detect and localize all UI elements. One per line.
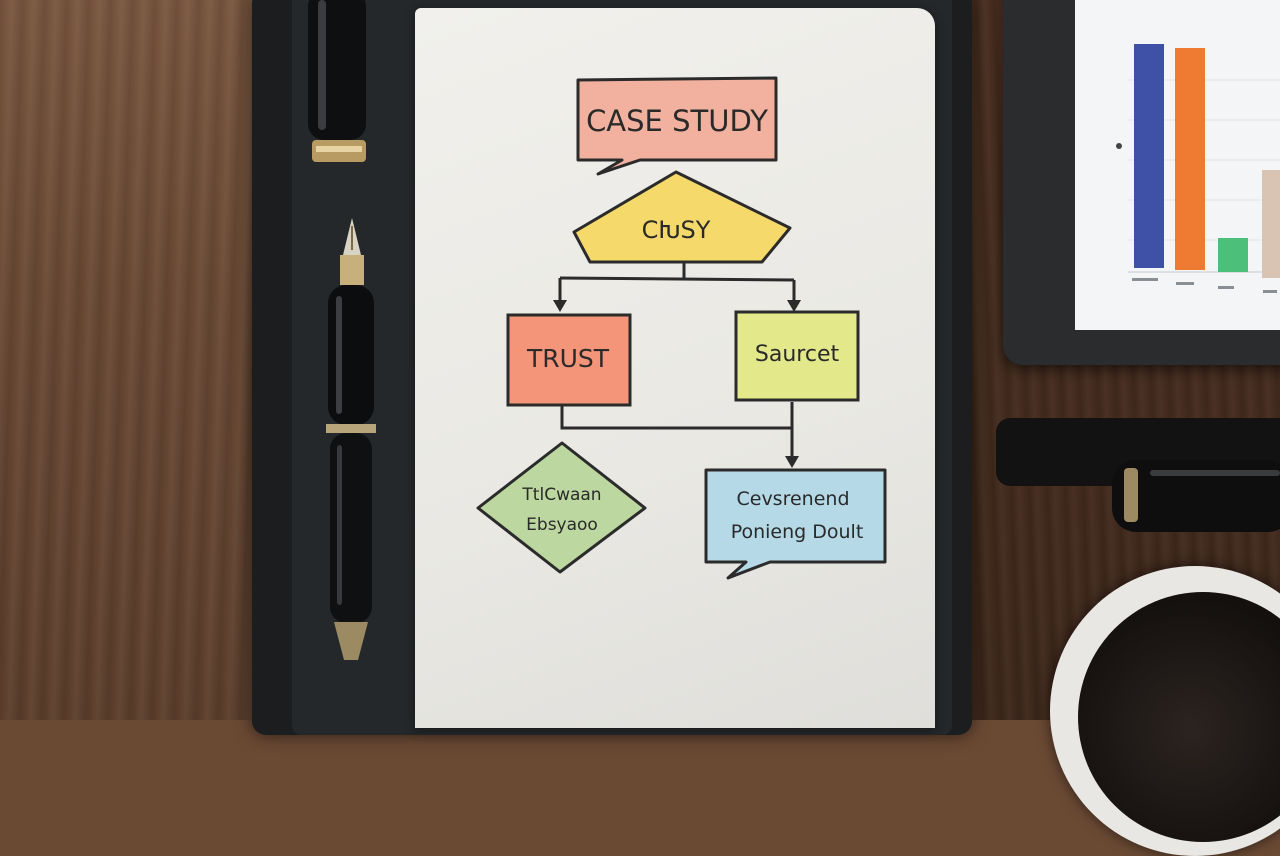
note-box: Cevsrenend Ponieng Doult bbox=[704, 468, 887, 580]
diamond-shape: TtlCwaan Ebsyaoo bbox=[476, 441, 647, 574]
flowchart: CASE STUDY CԽSY TRUST Saurcet TtlCwaan E… bbox=[476, 76, 887, 580]
arrow-heads bbox=[553, 300, 801, 468]
bar-blue bbox=[1134, 44, 1164, 268]
right-pen bbox=[996, 418, 1280, 532]
diamond-text-1: TtlCwaan bbox=[521, 485, 601, 505]
note-text-2: Ponieng Doult bbox=[731, 521, 864, 543]
fountain-pen bbox=[326, 218, 376, 660]
bar-orange bbox=[1175, 48, 1205, 270]
trust-box: TRUST bbox=[506, 313, 632, 407]
chart-tick-marks bbox=[1132, 278, 1277, 293]
pens-layer bbox=[308, 0, 376, 660]
decision-text: CԽSY bbox=[642, 216, 711, 244]
diamond-text-2: Ebsyaoo bbox=[526, 515, 598, 535]
decision-shape: CԽSY bbox=[572, 170, 792, 264]
title-box: CASE STUDY bbox=[576, 76, 778, 176]
title-text: CASE STUDY bbox=[586, 104, 768, 138]
pen-cap bbox=[308, 0, 366, 162]
right-box-text: Saurcet bbox=[755, 342, 840, 367]
tablet-chart bbox=[1116, 44, 1280, 293]
bar-green bbox=[1218, 238, 1248, 272]
right-pen-layer bbox=[996, 418, 1280, 532]
chart-dot bbox=[1116, 143, 1122, 149]
note-text-1: Cevsrenend bbox=[736, 488, 849, 510]
bar-partial bbox=[1262, 170, 1280, 278]
trust-text: TRUST bbox=[526, 344, 610, 373]
right-box: Saurcet bbox=[734, 310, 860, 402]
